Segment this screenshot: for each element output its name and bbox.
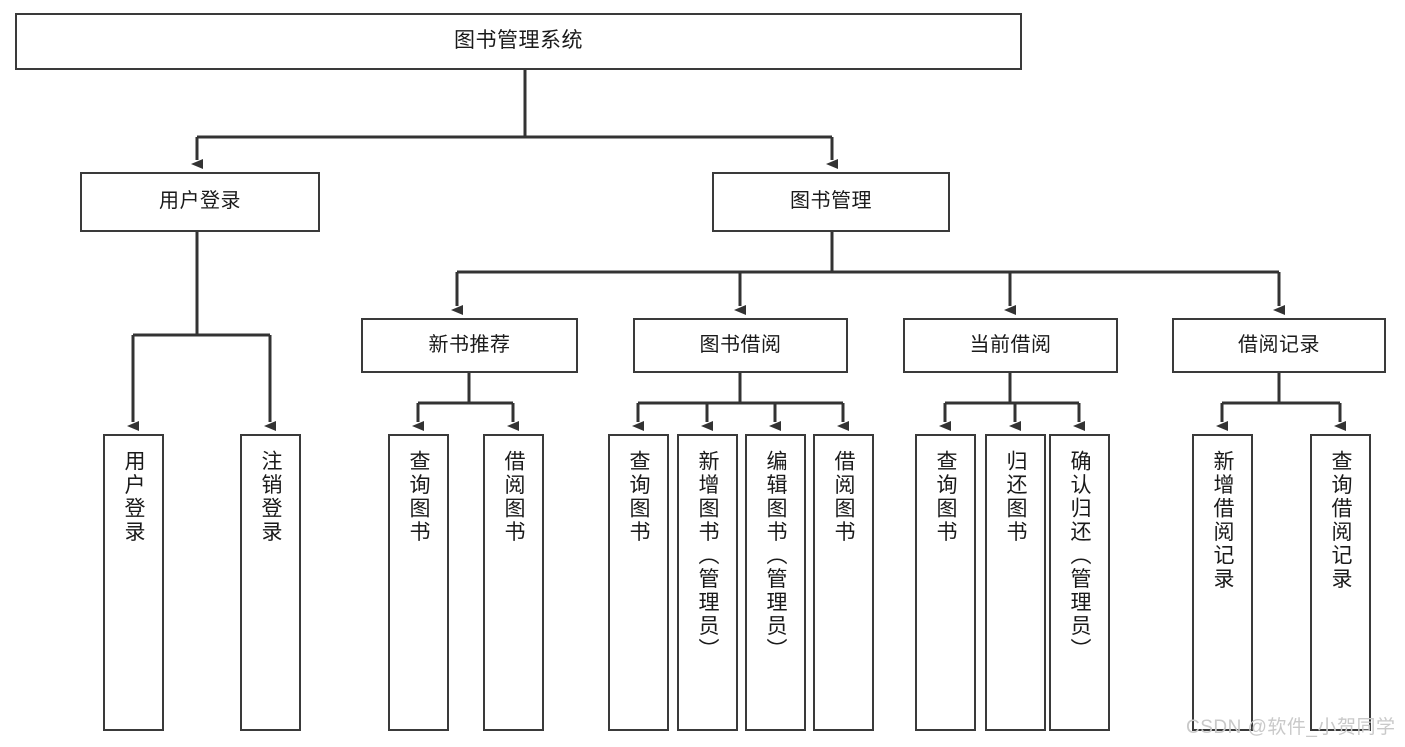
- leaf-edit-book-admin-label: 编辑图书（管理员）: [764, 450, 787, 662]
- leaf-query-borrow-record-label: 查询借阅记录: [1329, 450, 1352, 591]
- leaf-borrow-book-nbr[interactable]: 借阅图书: [483, 434, 544, 731]
- node-current-borrowing-label: 当前借阅: [969, 333, 1052, 356]
- leaf-borrow-book-bb-label: 借阅图书: [832, 450, 855, 544]
- leaf-user-login[interactable]: 用户登录: [103, 434, 164, 731]
- leaf-add-borrow-record[interactable]: 新增借阅记录: [1192, 434, 1253, 731]
- leaf-add-book-admin[interactable]: 新增图书（管理员）: [677, 434, 738, 731]
- node-root-label: 图书管理系统: [454, 29, 583, 53]
- node-borrowing-record-label: 借阅记录: [1238, 333, 1320, 356]
- leaf-query-book-nbr-label: 查询图书: [407, 450, 430, 544]
- node-user-login[interactable]: 用户登录: [80, 172, 320, 232]
- leaf-add-book-admin-label: 新增图书（管理员）: [696, 450, 719, 662]
- leaf-add-borrow-record-label: 新增借阅记录: [1211, 450, 1234, 591]
- leaf-query-book-cb[interactable]: 查询图书: [915, 434, 976, 731]
- leaf-return-book-label: 归还图书: [1004, 450, 1027, 544]
- node-book-borrowing-label: 图书借阅: [699, 333, 782, 356]
- leaf-edit-book-admin[interactable]: 编辑图书（管理员）: [745, 434, 806, 731]
- node-new-book-recommendation-label: 新书推荐: [428, 333, 511, 356]
- node-root[interactable]: 图书管理系统: [15, 13, 1022, 70]
- leaf-logout[interactable]: 注销登录: [240, 434, 301, 731]
- leaf-query-book-nbr[interactable]: 查询图书: [388, 434, 449, 731]
- node-book-management-label: 图书管理: [790, 190, 872, 213]
- watermark-text: CSDN @软件_小贺同学: [1186, 717, 1396, 738]
- node-book-borrowing[interactable]: 图书借阅: [633, 318, 848, 373]
- leaf-confirm-return-admin-label: 确认归还（管理员）: [1068, 450, 1091, 662]
- node-book-management[interactable]: 图书管理: [712, 172, 950, 232]
- leaf-borrow-book-bb[interactable]: 借阅图书: [813, 434, 874, 731]
- leaf-query-book-cb-label: 查询图书: [934, 450, 957, 544]
- leaf-query-book-bb[interactable]: 查询图书: [608, 434, 669, 731]
- leaf-query-borrow-record[interactable]: 查询借阅记录: [1310, 434, 1371, 731]
- node-current-borrowing[interactable]: 当前借阅: [903, 318, 1118, 373]
- leaf-logout-label: 注销登录: [259, 450, 282, 544]
- leaf-query-book-bb-label: 查询图书: [627, 450, 650, 544]
- leaf-confirm-return-admin[interactable]: 确认归还（管理员）: [1049, 434, 1110, 731]
- node-new-book-recommendation[interactable]: 新书推荐: [361, 318, 578, 373]
- leaf-borrow-book-nbr-label: 借阅图书: [502, 450, 525, 544]
- leaf-return-book[interactable]: 归还图书: [985, 434, 1046, 731]
- node-borrowing-record[interactable]: 借阅记录: [1172, 318, 1386, 373]
- node-user-login-label: 用户登录: [159, 190, 241, 213]
- leaf-user-login-label: 用户登录: [122, 450, 145, 544]
